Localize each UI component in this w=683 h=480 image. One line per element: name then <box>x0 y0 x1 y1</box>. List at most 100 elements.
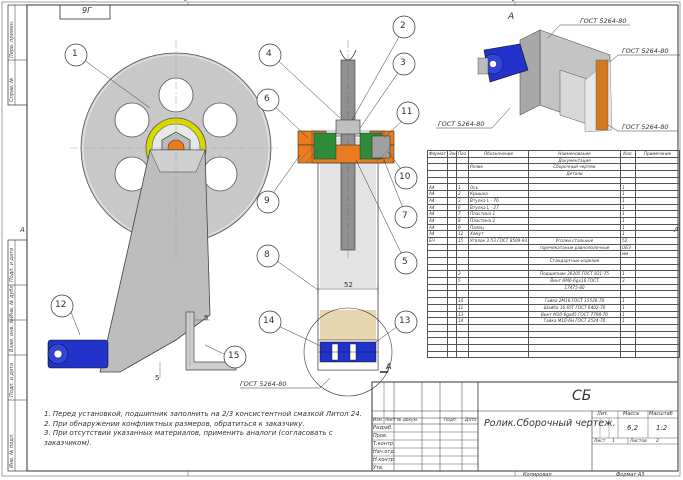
scale-label: Масштаб <box>649 411 673 417</box>
spec-cell <box>468 263 529 272</box>
spec-cell <box>528 250 621 258</box>
spec-cell <box>427 283 448 292</box>
spec-cell: мм <box>620 250 636 258</box>
spec-header-cell: Наименование <box>528 150 621 158</box>
spec-cell <box>528 337 621 345</box>
spec-cell: 1 <box>620 303 636 312</box>
spec-cell <box>447 303 457 312</box>
spec-cell: 52 <box>620 236 636 245</box>
spec-cell <box>427 277 448 285</box>
sheet-label: Лист <box>594 439 606 444</box>
spec-cell <box>468 277 529 285</box>
spec-cell <box>468 330 529 339</box>
doc-code: СБ <box>572 388 592 404</box>
mass-value: 6,2 <box>627 424 639 432</box>
spec-cell: 1 <box>620 223 636 232</box>
spec-row <box>427 290 680 299</box>
spec-cell <box>528 350 621 359</box>
section-label-a: A <box>386 362 392 371</box>
sheets-number: 2 <box>656 439 659 444</box>
spec-header-cell: Зона <box>447 150 457 158</box>
spec-cell: 12 <box>456 230 469 238</box>
note-1: 1. Перед установкой, подшипник заполнить… <box>44 410 362 418</box>
spec-cell <box>447 243 457 252</box>
main-view <box>47 40 280 378</box>
spec-cell <box>528 196 621 205</box>
spec-cell <box>456 323 469 332</box>
spec-cell <box>447 210 457 218</box>
callout-9: 9 <box>264 196 270 206</box>
spec-cell <box>447 176 457 185</box>
spec-cell <box>456 337 469 345</box>
spec-header-cell: Поз. <box>456 150 469 158</box>
spec-cell: Шайба 16 65Г ГОСТ 6402-70 <box>528 303 621 312</box>
spec-cell: A4 <box>427 183 448 192</box>
spec-cell <box>468 303 529 312</box>
sheets-label: Листов <box>630 439 647 444</box>
spec-cell <box>620 170 636 178</box>
spec-cell: 1 <box>620 183 636 192</box>
spec-cell <box>468 317 529 325</box>
spec-cell: Гайка 2М16 ГОСТ 15526-70 <box>528 297 621 305</box>
spec-cell: 17475-80 <box>528 283 621 292</box>
spec-cell <box>456 170 469 178</box>
spec-cell <box>456 250 469 258</box>
spec-cell <box>468 297 529 305</box>
spec-cell: A4 <box>427 190 448 198</box>
callout-10: 10 <box>399 172 411 182</box>
callout-5: 5 <box>402 257 408 267</box>
spec-cell: 3 <box>620 277 636 285</box>
callout-2: 2 <box>400 21 406 31</box>
spec-cell <box>468 337 529 345</box>
spec-cell <box>635 210 680 218</box>
spec-cell <box>635 230 680 238</box>
spec-cell <box>427 310 448 319</box>
spec-cell <box>528 190 621 198</box>
spec-cell <box>468 176 529 185</box>
spec-cell: ОБЗ <box>620 243 636 252</box>
spec-cell <box>468 270 529 279</box>
spec-cell: БЧ <box>427 236 448 245</box>
spec-cell: 1 <box>620 297 636 305</box>
spec-cell: 5 <box>456 277 469 285</box>
tb-date: Дата <box>465 418 477 423</box>
spec-header-cell: Кол. <box>620 150 636 158</box>
spec-cell: Винт КМ6-6gx16 ГОСТ <box>528 277 621 285</box>
spec-cell <box>635 163 680 172</box>
spec-row <box>427 176 680 185</box>
spec-row: Детали <box>427 170 680 178</box>
spec-cell <box>447 170 457 178</box>
spec-cell <box>635 303 680 312</box>
spec-cell <box>620 350 636 359</box>
lit-label: Лит. <box>597 411 609 417</box>
spec-cell <box>427 250 448 258</box>
callout-8: 8 <box>264 250 270 260</box>
spec-cell <box>447 196 457 205</box>
scale-value: 1:2 <box>656 424 668 432</box>
spec-cell: 11 <box>456 303 469 312</box>
spec-cell <box>447 283 457 292</box>
spec-cell <box>447 350 457 359</box>
sheet-number: 1 <box>612 439 615 444</box>
spec-cell: 13 <box>456 310 469 319</box>
spec-cell <box>447 190 457 198</box>
spec-cell: Ось <box>468 183 529 192</box>
spec-cell <box>427 297 448 305</box>
spec-cell <box>635 283 680 292</box>
spec-cell <box>427 290 448 299</box>
spec-cell <box>427 170 448 178</box>
spec-header-cell: Примечание <box>635 150 680 158</box>
spec-cell <box>456 290 469 299</box>
spec-row: Стандартные изделия <box>427 257 680 265</box>
spec-cell <box>635 176 680 185</box>
spec-cell: Уголки стальные <box>528 236 621 245</box>
spec-cell <box>427 257 448 265</box>
spec-cell <box>468 343 529 352</box>
